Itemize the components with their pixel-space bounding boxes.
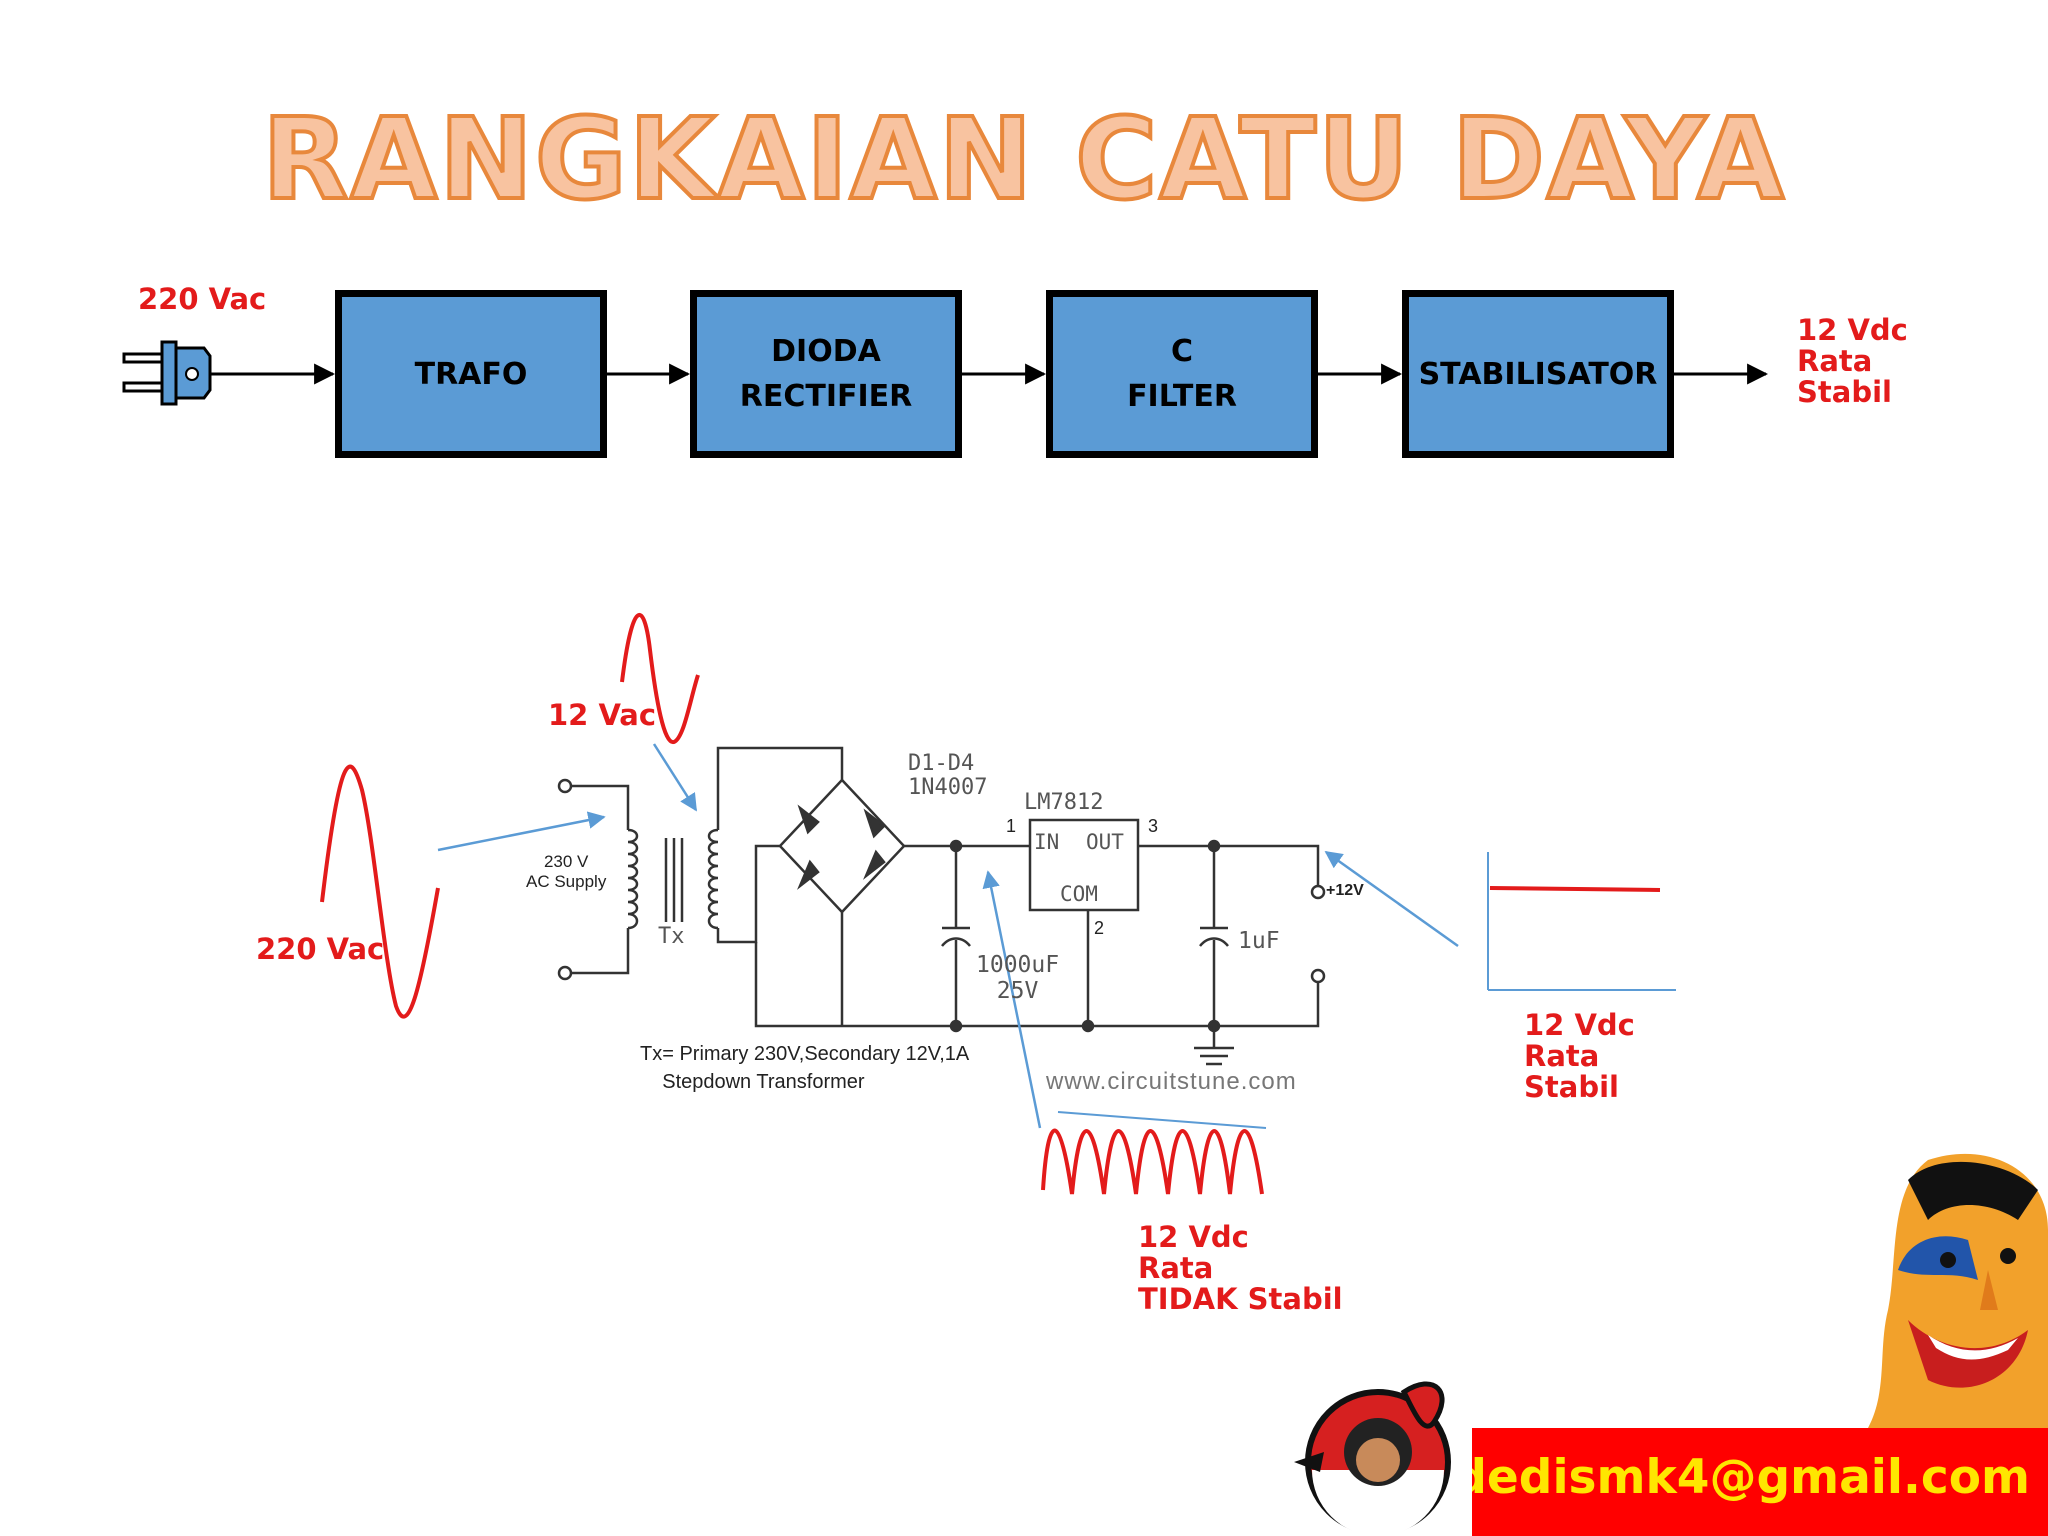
- ripple-wave-label: 12 Vdc Rata TIDAK Stabil: [1138, 1220, 1343, 1316]
- supply-label: 230 V AC Supply: [526, 852, 607, 891]
- transformer-ref: Tx: [658, 924, 685, 949]
- regulator-name: LM7812: [1024, 790, 1104, 815]
- slide-title: RANGKAIAN CATU DAYA: [260, 93, 1786, 227]
- block-dioda-rectifier: DIODA RECTIFIER: [690, 290, 962, 458]
- portrait-icon: [1868, 1153, 2048, 1428]
- pin-com: COM: [1060, 882, 1098, 906]
- pin-in: IN: [1034, 830, 1060, 854]
- watermark: www.circuitstune.com: [1046, 1068, 1297, 1095]
- cap2-label: 1uF: [1238, 928, 1280, 954]
- output-terminal-label: +12V: [1326, 882, 1364, 899]
- email-text[interactable]: dedismk4@gmail.com: [1453, 1450, 2030, 1505]
- pin-3: 3: [1148, 816, 1159, 836]
- input-wave-label: 220 Vac: [256, 932, 385, 966]
- block-stabilisator: STABILISATOR: [1402, 290, 1674, 458]
- ripple-waveform: [1041, 1128, 1264, 1195]
- ripple-envelope: [1057, 1111, 1267, 1129]
- diodes-label: D1-D4 1N4007: [908, 751, 988, 800]
- ac-12v-waveform: [620, 613, 700, 744]
- output-wave-label: 12 Vdc Rata Stabil: [1524, 1008, 1635, 1104]
- output-voltage-label: 12 Vdc Rata Stabil: [1797, 313, 1908, 409]
- cap1-label: 1000uF 25V: [976, 952, 1060, 1004]
- pin-2: 2: [1094, 918, 1105, 938]
- block-c-filter: C FILTER: [1046, 290, 1318, 458]
- pin-1: 1: [1006, 816, 1017, 836]
- pin-out: OUT: [1086, 830, 1124, 854]
- ac-220v-waveform: [320, 764, 440, 1019]
- power-plug-icon: [122, 340, 212, 406]
- logo-icon: [1284, 1352, 1472, 1536]
- transformer-note: Tx= Primary 230V,Secondary 12V,1A Stepdo…: [640, 1043, 970, 1093]
- dc-output-graph: [1487, 852, 1676, 991]
- circuit-schematic: [557, 746, 1326, 1066]
- pointer-arrows: [437, 743, 1459, 1129]
- input-voltage-label: 220 Vac: [138, 282, 267, 316]
- secondary-wave-label: 12 Vac: [548, 698, 657, 732]
- block-trafo: TRAFO: [335, 290, 607, 458]
- footer-bar: dedismk4@gmail.com: [1440, 1428, 2048, 1536]
